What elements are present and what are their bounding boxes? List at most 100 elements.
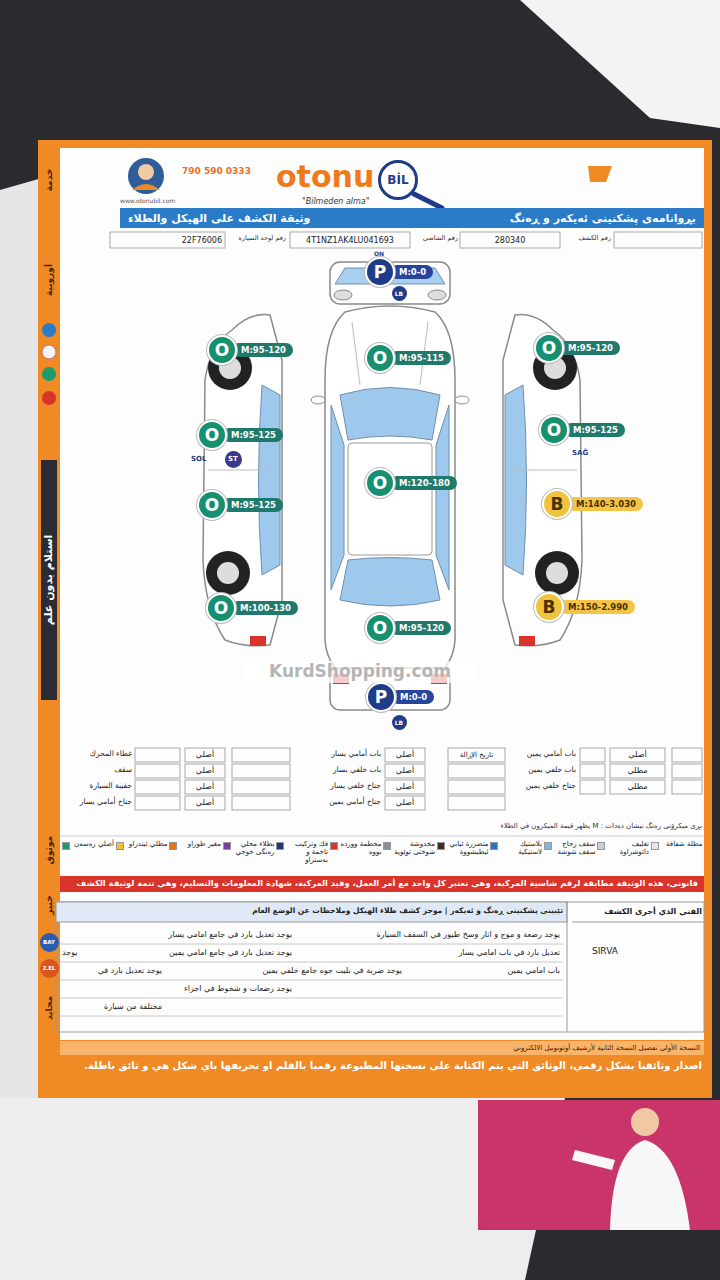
callout-badge: BM:150-2.990 (534, 592, 635, 622)
badge-icon (42, 323, 56, 337)
part-status: أصلي (185, 782, 225, 791)
inspector-head: الفني الذي أجرى الكشف (572, 907, 702, 916)
legend-text: بطلاء محلي رەنگی خوجي (233, 840, 275, 856)
watermark: KurdShopping.com (245, 661, 475, 683)
orange-top-strip (38, 140, 712, 148)
partner-logo (588, 166, 612, 182)
note-text: يوجد رضعة و موج و اثار وسخ طيور في السقف… (300, 930, 560, 939)
condition-letter: O (197, 490, 227, 520)
badge-icon (42, 391, 56, 405)
part-name: باب خلفي يسار (295, 766, 381, 775)
legend-item: محطمة ووردە بووه (330, 840, 383, 870)
condition-letter: O (534, 333, 564, 363)
micron-value: M:0-0 (390, 265, 433, 279)
side-word: موثوق (44, 836, 54, 864)
orange-footer-band (38, 1040, 712, 1098)
micron-value: M:140-3.030 (567, 497, 643, 511)
micron-value: M:150-2.990 (559, 600, 635, 614)
micron-value: M:0-0 (391, 690, 434, 704)
legend-item: تغليف دائوشراوة (597, 840, 650, 870)
part-status: أصلي (385, 798, 425, 807)
windshield (340, 388, 440, 441)
legend-swatch (597, 842, 605, 850)
legend-item: مخدوشة شوختی توێوية (383, 840, 436, 870)
callout-badge: BM:140-3.030 (542, 489, 643, 519)
condition-letter: O (197, 420, 227, 450)
part-status: أصلي (185, 766, 225, 775)
micron-value: M:95-125 (222, 498, 283, 512)
paper (38, 140, 712, 1098)
note-text: تعديل بارد في باب امامي يسار (300, 948, 560, 957)
rear-window (340, 558, 440, 607)
part-status: أصلي (385, 782, 425, 791)
headlight (428, 290, 446, 300)
magnifier-handle (414, 194, 442, 208)
callout-badge: OM:100-130 (206, 593, 298, 623)
note-text: يوجد تعديل بارد في جامع امامي يسار (95, 930, 292, 939)
info-box (460, 232, 560, 248)
condition-letter: O (365, 613, 395, 643)
note-text: يوجد رضعات و شخوط في اجزاء (62, 984, 292, 993)
orange-side-band (38, 140, 60, 1098)
view-tag: ON (374, 251, 394, 258)
note-text: يوجد تعديل بارد في جامع امامي يمين (95, 948, 292, 957)
side-slogan: استلام بدون علم (43, 535, 56, 626)
title-band: بڕوانامەی پشکنینی ئەیکەر و ڕەنگ وثيقة الك… (120, 208, 704, 228)
micron-value: M:100-130 (231, 601, 298, 615)
legend-item: مطلي ئيندراو (116, 840, 169, 870)
callout-badge: OM:120-180 (365, 468, 457, 498)
part-status: أصلي (185, 798, 225, 807)
badge-text: 2.EL (42, 965, 55, 971)
round-badge: ST (225, 451, 242, 468)
title-arabic: وثيقة الكشف على الهيكل والطلاء (128, 212, 310, 225)
part-name: جناح خلفي يمين (508, 782, 576, 791)
legend-item: بطلاء محلي رەنگی خوجي (223, 840, 276, 870)
logo-text: BİL (387, 173, 408, 187)
parts-table-grid (135, 748, 702, 810)
under-sheet (0, 178, 42, 1106)
callout-badge: OM:95-125 (539, 415, 625, 445)
person-head (631, 1108, 659, 1136)
note-text: يوجد (62, 948, 92, 957)
round-badge: BAY (40, 933, 59, 952)
part-name: باب خلفي يمين (508, 766, 576, 775)
legend-item: فك وتركيب تاخمة و بەستراو (276, 840, 329, 870)
person-coat (610, 1140, 690, 1230)
legend-swatch (169, 842, 177, 850)
legend-text: مطلي ئيندراو (126, 840, 168, 848)
legend-text: مطلة شفافة (661, 840, 703, 848)
side-word: أوروبية (44, 264, 54, 296)
micron-value: M:95-120 (232, 343, 293, 357)
round-badge: LB (392, 715, 407, 730)
callout-badge: PM:0-0 (366, 682, 434, 712)
callout-badge: OM:95-120 (365, 613, 451, 643)
pink-card (478, 1100, 720, 1230)
dark-side-strip (41, 460, 57, 700)
round-badge: LB (392, 286, 407, 301)
field-value: 4T1NZ1AK4LU041693 (292, 236, 408, 245)
car-top-view (325, 306, 455, 690)
inspector-name: SIRVA (592, 946, 682, 956)
callout-badge: PM:0-0 (365, 257, 433, 287)
legend-item: متضررة ئيابي ئيطيشووة (437, 840, 490, 870)
orange-right-strip (704, 140, 712, 1098)
title-kurdish: بڕوانامەی پشکنینی ئەیکەر و ڕەنگ (510, 212, 696, 225)
info-box (290, 232, 410, 248)
rule (60, 836, 704, 837)
part-name: جناح خلفي يسار (295, 782, 381, 791)
legend-text: مخدوشة شوختی توێوية (393, 840, 435, 856)
field-label: رقم الكشف (563, 235, 611, 242)
notice-text: قانوني، هذه الوثيقة مطابقة لرقم شاسية ال… (77, 878, 698, 888)
field-label: رقم لوحة السيارة (228, 235, 286, 242)
note-text: مختلفة من سيارة (62, 1002, 162, 1011)
legend-swatch (490, 842, 498, 850)
legend-swatch (544, 842, 552, 850)
condition-letter: O (365, 343, 395, 373)
part-name: سقف (64, 766, 132, 775)
side-window (331, 405, 344, 590)
avatar-body (132, 184, 160, 190)
legend-swatch (62, 842, 70, 850)
legend-text: محطمة ووردە بووه (340, 840, 382, 856)
side-word: خدمة (44, 169, 54, 192)
